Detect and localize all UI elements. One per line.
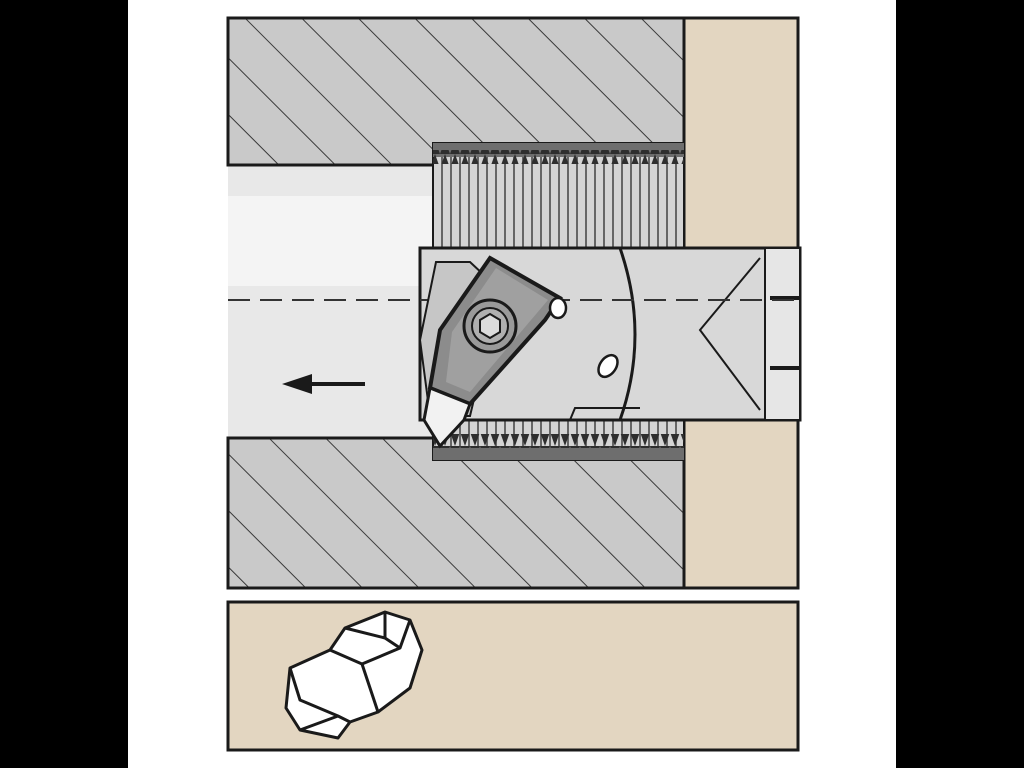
workpiece-lower-section bbox=[226, 436, 686, 590]
left-frame-bar bbox=[0, 0, 128, 768]
boring-bar-shank-end bbox=[764, 247, 801, 421]
clamp-pin-icon bbox=[548, 296, 568, 320]
bore-highlight bbox=[228, 196, 433, 286]
coolant-channel bbox=[698, 257, 761, 411]
left-arrow-icon bbox=[282, 374, 365, 394]
insert-cutting-tip bbox=[422, 385, 472, 449]
bar-head-curve bbox=[618, 247, 637, 421]
hex-socket-screw-icon bbox=[462, 298, 518, 354]
coolant-hole-icon bbox=[597, 353, 619, 379]
thread-teeth-upper bbox=[433, 150, 684, 164]
thread-root-band-lower bbox=[433, 446, 684, 460]
chip-icon bbox=[284, 610, 424, 740]
thread-teeth-lower bbox=[433, 434, 684, 448]
right-frame-bar bbox=[896, 0, 1024, 768]
